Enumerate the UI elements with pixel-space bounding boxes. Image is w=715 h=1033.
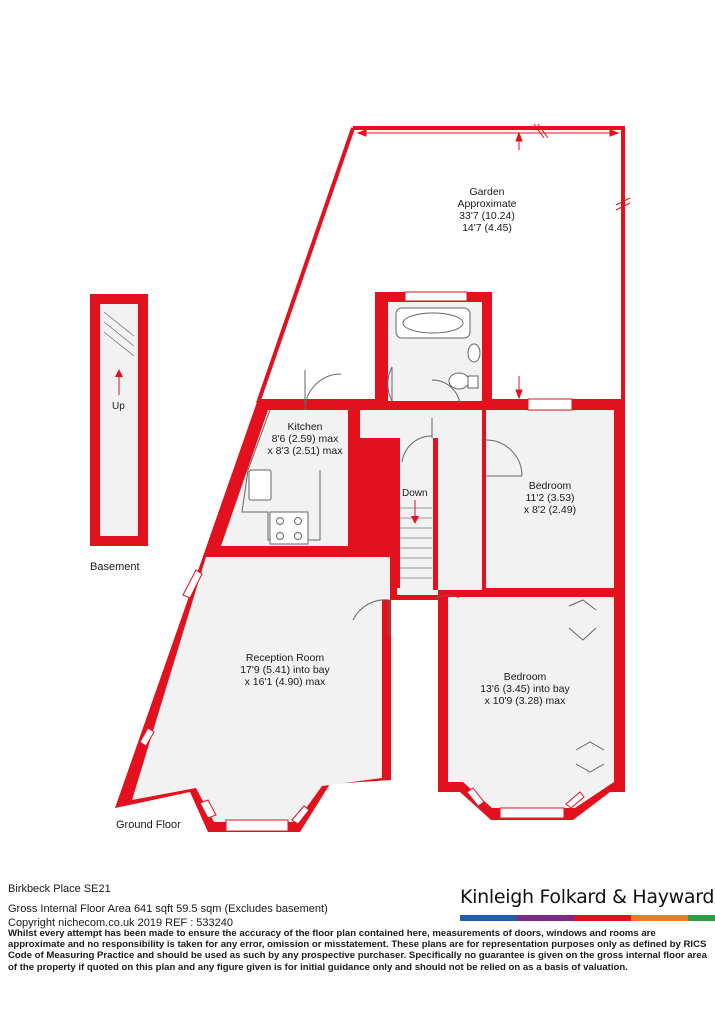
down-label: Down xyxy=(402,488,428,499)
floor-area: Gross Internal Floor Area 641 sqft 59.5 … xyxy=(8,903,328,915)
bathroom-fixtures xyxy=(387,307,481,402)
bedroom1-dim1: 11'2 (3.53) xyxy=(525,492,575,504)
bedroom2-label: Bedroom 13'6 (3.45) into bay x 10'9 (3.2… xyxy=(460,671,590,707)
brand-bar-green xyxy=(688,915,715,921)
reception-name: Reception Room xyxy=(245,652,325,664)
ground-floor-label: Ground Floor xyxy=(116,819,181,831)
brand-bar-purple xyxy=(517,915,574,921)
bedroom1-name: Bedroom xyxy=(528,480,572,492)
garden-dim1: 33'7 (10.24) xyxy=(459,210,515,222)
reception-dim2: x 16'1 (4.90) max xyxy=(244,676,326,688)
doors xyxy=(352,379,605,773)
garden-sub: Approximate xyxy=(457,198,517,210)
reception-floor xyxy=(132,557,390,822)
bedroom2-floor xyxy=(448,597,614,808)
basement-label: Basement xyxy=(90,561,140,573)
brand-bar-blue xyxy=(460,915,517,921)
up-label: Up xyxy=(112,401,125,412)
bedroom2-dim2: x 10'9 (3.28) max xyxy=(484,695,566,707)
garden-label: Garden Approximate 33'7 (10.24) 14'7 (4.… xyxy=(432,186,542,234)
garden-dim2: 14'7 (4.45) xyxy=(462,222,512,234)
reception-label: Reception Room 17'9 (5.41) into bay x 16… xyxy=(220,652,350,688)
bedroom1-label: Bedroom 11'2 (3.53) x 8'2 (2.49) xyxy=(495,480,605,516)
kitchen-name: Kitchen xyxy=(287,421,323,433)
brand-bar-orange xyxy=(631,915,688,921)
ground-floor-shell xyxy=(115,292,625,832)
property-address: Birkbeck Place SE21 xyxy=(8,883,111,895)
kitchen-fixtures xyxy=(241,370,342,545)
bedroom1-dim2: x 8'2 (2.49) xyxy=(523,504,577,516)
basement-stair xyxy=(90,294,148,546)
brand-logo-text: Kinleigh Folkard & Hayward xyxy=(460,886,715,908)
disclaimer-text: Whilst every attempt has been made to en… xyxy=(8,928,707,973)
windows xyxy=(139,291,585,832)
floor-plan xyxy=(90,123,631,832)
dimension-arrow-top xyxy=(356,123,631,400)
brand-bar-red xyxy=(574,915,631,921)
brand-color-bars xyxy=(460,915,715,921)
stairs-down xyxy=(400,500,432,579)
bedroom1-floor xyxy=(486,410,614,588)
footer-info: Birkbeck Place SE21 Gross Internal Floor… xyxy=(8,882,708,930)
copyright: Copyright nichecom.co.uk 2019 REF : 5332… xyxy=(8,917,234,929)
reception-dim1: 17'9 (5.41) into bay xyxy=(240,664,330,676)
garden-name: Garden xyxy=(469,186,505,198)
kitchen-dim1: 8'6 (2.59) max xyxy=(271,433,339,445)
bedroom2-dim1: 13'6 (3.45) into bay xyxy=(480,683,570,695)
bedroom2-name: Bedroom xyxy=(503,671,547,683)
kitchen-dim2: x 8'3 (2.51) max xyxy=(267,445,343,457)
kitchen-label: Kitchen 8'6 (2.59) max x 8'3 (2.51) max xyxy=(250,421,360,457)
